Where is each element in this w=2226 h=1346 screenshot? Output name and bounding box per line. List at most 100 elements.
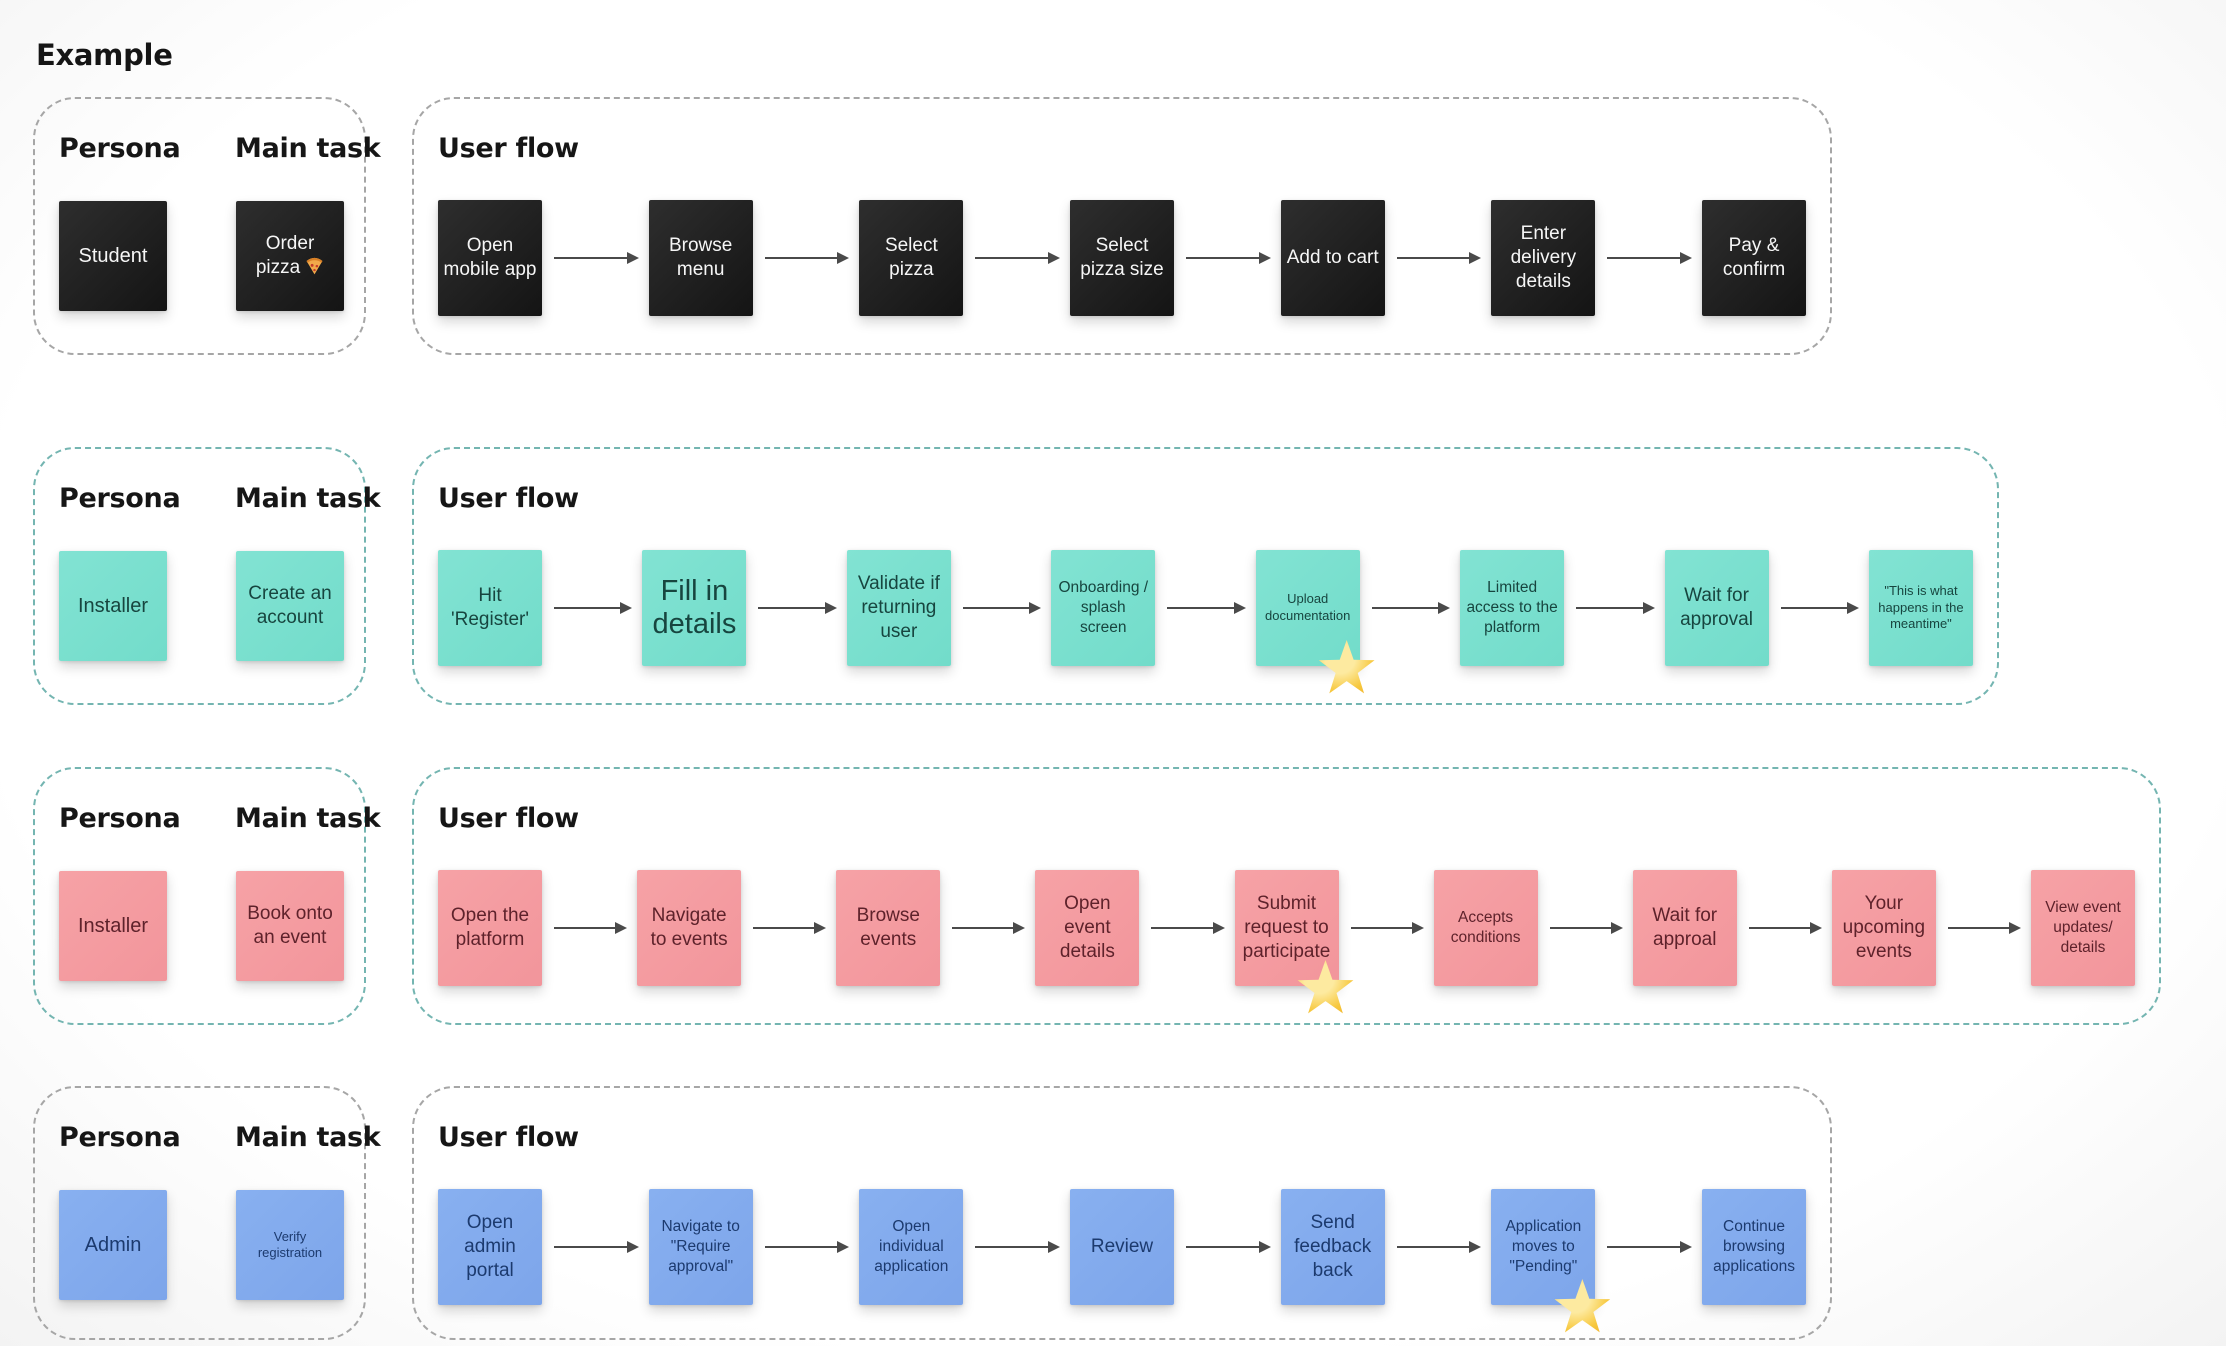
flow-step-sticky[interactable]: Open individual application <box>859 1189 964 1305</box>
main-task-sticky[interactable]: Order pizza <box>236 201 344 311</box>
flow-step-label: Open event details <box>1059 892 1115 963</box>
flow-step-sticky[interactable]: Validate if returning user <box>846 550 951 666</box>
flow-step-label: Open mobile app <box>443 234 537 280</box>
flow-step-label: Browse menu <box>668 234 733 280</box>
flow-step-sticky[interactable]: Browse events <box>836 870 941 986</box>
flow-step-label: Open individual application <box>874 1218 949 1275</box>
flow-step-sticky[interactable]: Open the platform <box>438 870 542 986</box>
persona-heading: Persona <box>59 133 181 164</box>
flow-step-sticky[interactable]: Onboarding / splash screen <box>1051 550 1156 666</box>
flow-step-sticky[interactable]: Hit 'Register' <box>438 550 542 666</box>
flow-arrow <box>758 601 838 614</box>
flow-step-sticky[interactable]: Select pizza size <box>1070 200 1175 316</box>
main-task-heading: Main task <box>235 483 381 514</box>
user-flow-lane: Open admin portal Navigate to "Require ap… <box>438 1189 1807 1333</box>
persona-sticky[interactable]: Admin <box>59 1190 167 1300</box>
user-flow-heading: User flow <box>438 1122 579 1153</box>
flow-step-label: Wait for approval <box>1680 584 1753 630</box>
flow-step-label: Enter delivery details <box>1510 222 1577 293</box>
flow-step-sticky[interactable]: Application moves to "Pending" <box>1491 1189 1611 1333</box>
star-stamp-icon[interactable] <box>1297 960 1354 1014</box>
flow-arrow <box>1151 921 1225 934</box>
user-flow-lane: Open the platform Navigate to events Brows… <box>438 870 2135 1014</box>
flow-step-label: Select pizza <box>884 234 938 280</box>
flow-arrow <box>753 921 827 934</box>
flow-step-label: Upload documentation <box>1265 591 1351 623</box>
persona-heading: Persona <box>59 1122 181 1153</box>
flow-step-label: Navigate to "Require approval" <box>661 1218 740 1275</box>
flow-arrow <box>1780 601 1860 614</box>
flow-arrow <box>1396 1240 1482 1253</box>
flow-arrow <box>1350 921 1424 934</box>
flow-step-label: Submit request to participate <box>1242 892 1331 963</box>
flow-step-label: Your upcoming events <box>1842 892 1926 963</box>
flow-step-sticky[interactable]: Browse menu <box>648 200 753 316</box>
persona-sticky[interactable]: Installer <box>59 871 167 981</box>
flow-arrow <box>1748 921 1823 934</box>
flow-step-sticky[interactable]: Continue browsing applications <box>1702 1189 1807 1305</box>
flow-arrow <box>1549 921 1623 934</box>
flow-step-sticky[interactable]: Open event details <box>1035 870 1140 986</box>
main-task-sticky[interactable]: Book onto an event <box>236 871 344 981</box>
flow-step-sticky[interactable]: Navigate to "Require approval" <box>648 1189 753 1305</box>
flow-step-sticky[interactable]: Upload documentation <box>1255 550 1375 694</box>
flow-step-sticky[interactable]: Wait for approal <box>1632 870 1737 986</box>
flow-step-sticky[interactable]: Open mobile app <box>438 200 542 316</box>
star-stamp-icon[interactable] <box>1554 1279 1611 1333</box>
flow-step-sticky[interactable]: Wait for approval <box>1664 550 1769 666</box>
flow-arrow <box>1607 1240 1692 1253</box>
flow-step-label: Open admin portal <box>464 1211 516 1282</box>
flow-step-label: Open the platform <box>450 904 530 950</box>
persona-sticky[interactable]: Installer <box>59 551 167 661</box>
flow-step-sticky[interactable]: Navigate to events <box>637 870 742 986</box>
flow-step-label: Validate if returning user <box>857 572 940 643</box>
flow-step-label: "This is what happens in the meantime" <box>1878 583 1964 632</box>
flow-row-create-account: Persona Main task Installer Create an ac… <box>33 447 1999 705</box>
flow-arrow <box>554 921 628 934</box>
flow-step-sticky[interactable]: Limited access to the platform <box>1460 550 1565 666</box>
star-stamp-icon[interactable] <box>1318 640 1375 694</box>
persona-panel: Persona Main task Installer Create an ac… <box>33 447 381 705</box>
flow-arrow <box>1186 1240 1271 1253</box>
persona-sticky[interactable]: Student <box>59 201 167 311</box>
flow-step-sticky[interactable]: Select pizza <box>859 200 964 316</box>
flow-step-sticky[interactable]: Your upcoming events <box>1831 870 1936 986</box>
flow-step-sticky[interactable]: Submit request to participate <box>1234 870 1354 1014</box>
flow-step-label: Review <box>1090 1235 1154 1257</box>
flow-arrow <box>1607 251 1692 264</box>
user-flow-panel: User flow Hit 'Register' Fill in details V… <box>412 447 1999 705</box>
flow-step-sticky[interactable]: Open admin portal <box>438 1189 542 1305</box>
main-task-sticky[interactable]: Create an account <box>236 551 344 661</box>
user-flow-heading: User flow <box>438 483 579 514</box>
main-task-sticky[interactable]: Verify registration <box>236 1190 344 1300</box>
flow-step-label: Browse events <box>856 904 920 950</box>
flow-step-sticky[interactable]: Pay & confirm <box>1702 200 1807 316</box>
flow-arrow <box>554 1240 639 1253</box>
user-flow-panel: User flow Open admin portal Navigate to "… <box>412 1086 1832 1340</box>
flow-step-sticky[interactable]: Enter delivery details <box>1491 200 1596 316</box>
flow-step-sticky[interactable]: Review <box>1070 1189 1175 1305</box>
flow-step-label: Select pizza size <box>1080 234 1164 280</box>
flow-step-sticky[interactable]: Send feedback back <box>1280 1189 1385 1305</box>
flow-arrow <box>975 1240 1060 1253</box>
persona-heading: Persona <box>59 803 181 834</box>
flow-step-sticky[interactable]: Accepts conditions <box>1433 870 1538 986</box>
flow-step-sticky[interactable]: Fill in details <box>642 550 747 666</box>
flow-row-pizza: Persona Main task Student Order pizza Us… <box>33 97 1832 355</box>
main-task-heading: Main task <box>235 1122 381 1153</box>
flow-step-sticky[interactable]: View event updates/ details <box>2031 870 2135 986</box>
flow-step-label: Navigate to events <box>650 904 728 950</box>
flow-arrow <box>1186 251 1271 264</box>
flow-arrow <box>764 251 850 264</box>
flow-arrow <box>1396 251 1482 264</box>
persona-panel: Persona Main task Admin Verify registrat… <box>33 1086 381 1340</box>
flow-step-label: Wait for approal <box>1652 904 1718 950</box>
flow-arrow <box>1576 601 1655 614</box>
flow-step-sticky[interactable]: Add to cart <box>1280 200 1385 316</box>
flow-arrow <box>962 601 1042 614</box>
persona-panel: Persona Main task Student Order pizza <box>33 97 381 355</box>
flow-step-label: Add to cart <box>1286 246 1379 268</box>
flow-step-sticky[interactable]: "This is what happens in the meantime" <box>1868 550 1973 666</box>
